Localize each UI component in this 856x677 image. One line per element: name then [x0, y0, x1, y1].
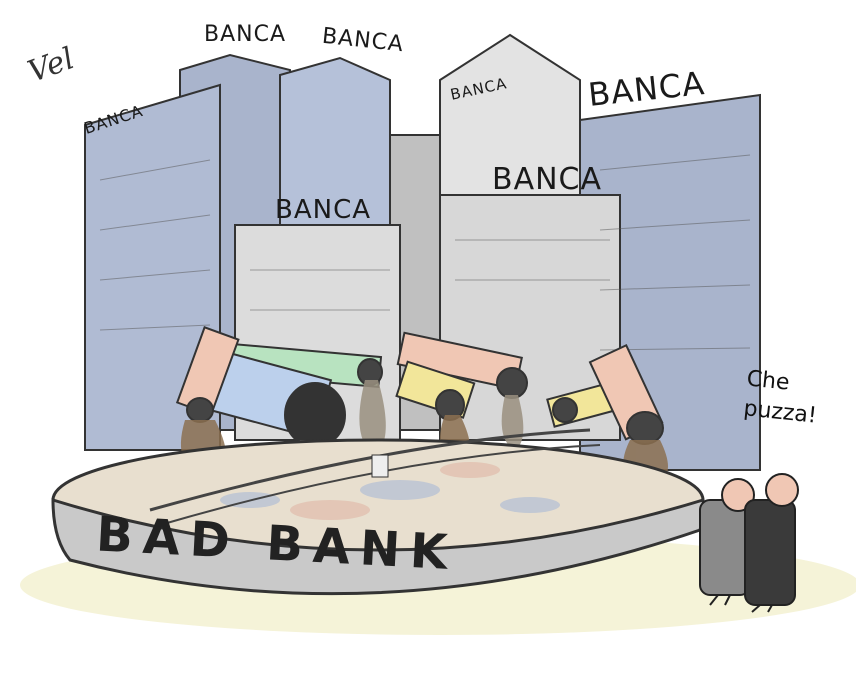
speech-text: Che puzza!: [742, 364, 821, 431]
building-label: BANCA: [204, 22, 287, 47]
building-label: BANCA: [275, 195, 372, 225]
building-label: BANCA: [492, 162, 603, 197]
